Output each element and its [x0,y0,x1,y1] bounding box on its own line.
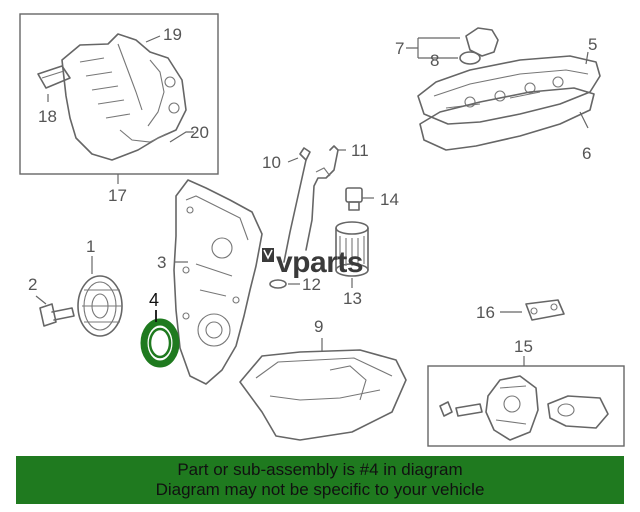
label-5: 5 [588,35,597,54]
label-14: 14 [380,190,399,209]
intake-manifold-box [19,13,219,175]
valve-cover [417,51,601,125]
oil-pump-box [427,356,625,447]
label-2: 2 [28,275,37,294]
banner-line-part: Part or sub-assembly is #4 in diagram [177,460,463,479]
banner-line-disclaimer: Diagram may not be specific to your vehi… [155,480,485,499]
label-4: 4 [149,290,159,310]
label-16: 16 [476,303,495,322]
valve-cover-gasket [419,87,595,151]
label-8: 8 [430,51,439,70]
info-banner: Part or sub-assembly is #4 in diagram Di… [16,456,624,504]
label-17: 17 [108,186,127,205]
label-13: 13 [343,289,362,308]
logo-wordmark: vparts [276,246,363,279]
pump-gasket [500,299,565,321]
label-6: 6 [582,144,591,163]
label-9: 9 [314,317,323,336]
label-7: 7 [395,39,404,58]
timing-cover [173,179,263,385]
oil-pressure-switch [345,187,374,211]
oil-filler-cap [406,27,499,65]
label-15: 15 [514,337,533,356]
o-ring [269,279,300,289]
label-10: 10 [262,153,281,172]
label-1: 1 [86,237,95,256]
label-19: 19 [163,25,182,44]
label-20: 20 [190,123,209,142]
label-11: 11 [351,141,369,160]
vparts-logo: vparts [262,246,364,279]
parts-diagram: vparts 19 18 20 17 7 8 5 6 10 11 14 12 1… [19,13,625,447]
label-3: 3 [157,253,166,272]
crankshaft-pulley [77,256,123,337]
pulley-bolt [35,295,75,327]
oil-filter [335,221,369,288]
dipstick [283,145,346,263]
crankshaft-seal-highlighted [140,310,180,368]
oil-pan [239,338,407,441]
label-12: 12 [302,275,321,294]
label-18: 18 [38,107,57,126]
